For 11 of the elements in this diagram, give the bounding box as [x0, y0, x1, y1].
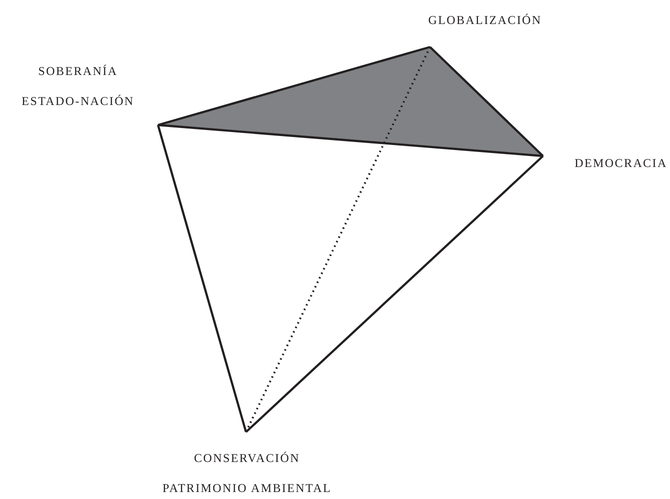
edge-line	[156, 124, 248, 432]
vertex-label: DEMOCRACIA	[574, 155, 668, 172]
vertex-label: ESTADO-NACIÓN	[20, 93, 136, 110]
vertex-label: PATRIMONIO AMBIENTAL	[162, 480, 332, 497]
edge-line	[158, 46, 430, 126]
vertex-label: CONSERVACIÓN	[193, 450, 301, 467]
vertex-label: GLOBALIZACIÓN	[427, 12, 543, 29]
vertex-label: SOBERANÍA	[37, 63, 119, 80]
edge-line	[429, 46, 544, 157]
edge-line	[158, 124, 544, 158]
edge-line	[245, 155, 544, 433]
